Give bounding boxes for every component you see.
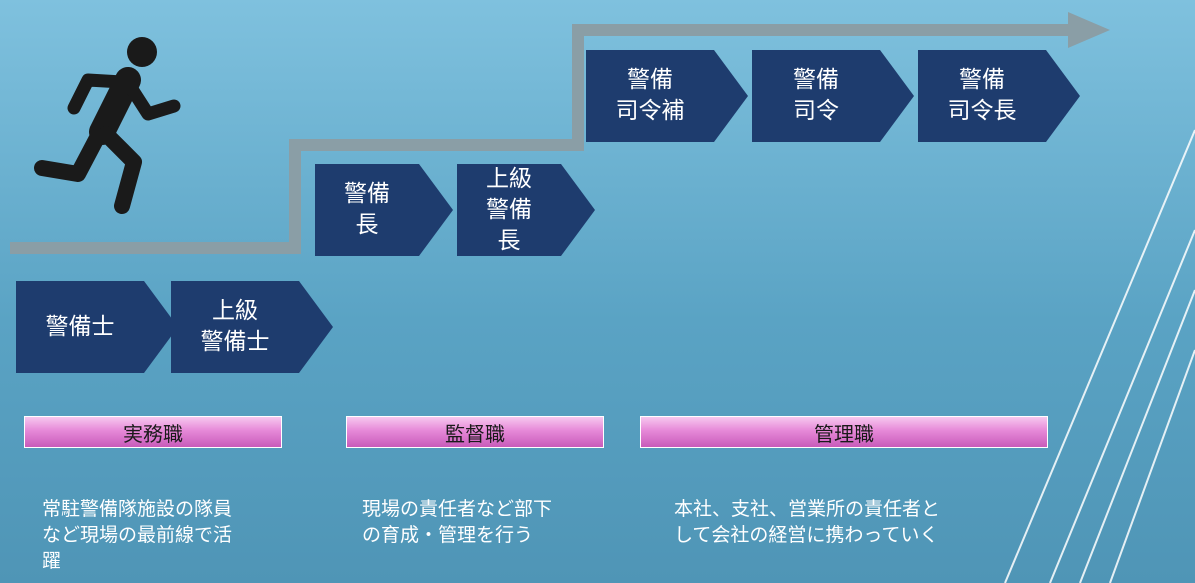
- step-keibishi-box: 警備士: [16, 281, 178, 373]
- category-bar-jitsumu: 実務職: [24, 416, 282, 448]
- step-jokyu-keibicho-box: 上級 警備 長: [457, 164, 595, 256]
- category-description-jitsumu: 常駐警備隊施設の隊員 など現場の最前線で活 躍: [42, 498, 233, 572]
- step-jokyu-keibishi-label: 上級 警備士: [200, 298, 270, 355]
- category-bar-kantoku: 監督職: [346, 416, 604, 448]
- category-description-kantoku: 現場の責任者など部下 の育成・管理を行う: [362, 498, 553, 546]
- step-jokyu-keibishi-box: 上級 警備士: [171, 281, 333, 373]
- category-description-kanri: 本社、支社、営業所の責任者と して会社の経営に携わっていく: [674, 498, 941, 546]
- step-keibi-shireicho-box: 警備 司令長: [918, 50, 1080, 142]
- step-keibicho-box: 警備 長: [315, 164, 453, 256]
- step-keibi-shirei-label: 警備 司令: [793, 67, 839, 124]
- step-keibishi-label: 警備士: [45, 313, 115, 340]
- step-keibi-shireiho-label: 警備 司令補: [615, 67, 685, 124]
- step-keibi-shireiho-box: 警備 司令補: [586, 50, 748, 142]
- step-keibi-shireicho-label: 警備 司令長: [947, 67, 1017, 124]
- running-person-icon: [34, 37, 181, 214]
- category-bar-kanri: 管理職: [640, 416, 1048, 448]
- step-keibi-shirei-box: 警備 司令: [752, 50, 914, 142]
- step-keibicho-label: 警備 長: [344, 181, 390, 238]
- step-jokyu-keibicho-label: 上級 警備 長: [486, 165, 532, 254]
